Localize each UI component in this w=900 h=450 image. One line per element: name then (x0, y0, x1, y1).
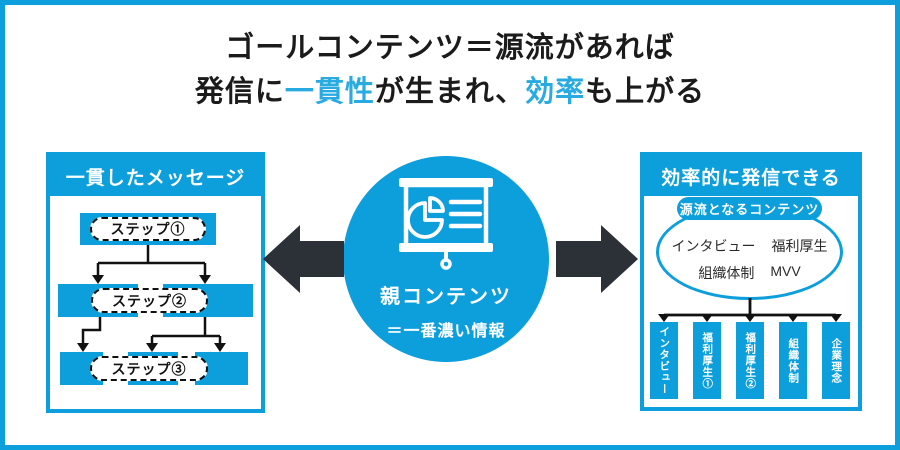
left-panel: 一貫したメッセージ ステップ① (46, 152, 265, 413)
left-panel-header: 一貫したメッセージ (50, 156, 261, 196)
title-segment: 発信に (194, 76, 285, 108)
left-arrow-icon (263, 225, 344, 293)
source-item: MVV (770, 263, 801, 279)
source-item: インタビュー (671, 238, 756, 254)
title-segment-highlight-consistency: 一貫性 (284, 76, 375, 108)
title-segment: が生まれ、 (374, 76, 526, 108)
child-box-welfare-1: 福利厚生① (693, 322, 721, 399)
source-item: 福利厚生 (771, 238, 828, 254)
source-items-row-2: 組織体制 MVV (656, 263, 843, 283)
child-box-interview: インタビュー (650, 322, 678, 399)
child-box-philosophy: 企業理念 (822, 322, 850, 399)
right-arrow-icon (556, 225, 638, 293)
left-flowchart: ステップ① ステップ② ステップ③ (50, 196, 261, 409)
title-line-2: 発信に一貫性が生まれ、効率も上がる (0, 70, 900, 114)
child-box-welfare-2: 福利厚生② (736, 322, 764, 399)
right-panel-header: 効率的に発信できる (644, 156, 858, 196)
child-content-boxes: インタビュー 福利厚生① 福利厚生② 組織体制 企業理念 (650, 322, 850, 399)
circle-caption-line-2: ＝一番濃い情報 (386, 322, 506, 340)
right-flowchart: 源流となるコンテンツ インタビュー 福利厚生 組織体制 MVV (644, 196, 858, 407)
child-box-organization: 組織体制 (779, 322, 807, 399)
right-panel: 効率的に発信できる 源流となるコンテンツ インタビュー 福利厚生 組織体制 MV… (640, 152, 862, 411)
source-item: 組織体制 (698, 265, 755, 281)
step-capsule-1: ステップ① (90, 217, 206, 241)
title-segment: も上がる (585, 76, 706, 108)
parent-content-circle: 親コンテンツ ＝一番濃い情報 (343, 156, 549, 362)
flow-connector-arrows (658, 298, 842, 322)
circle-caption-line-1: 親コンテンツ (380, 285, 512, 308)
step-capsule-3: ステップ③ (90, 356, 208, 381)
title-line-1: ゴールコンテンツ＝源流があれば (225, 32, 675, 64)
flow-connector-arrows (77, 245, 226, 352)
page-title: ゴールコンテンツ＝源流があれば 発信に一貫性が生まれ、効率も上がる (0, 26, 900, 114)
presentation-screen-chart-icon (399, 177, 493, 270)
step-capsule-2: ステップ② (91, 288, 208, 313)
source-content-pill: 源流となるコンテンツ (677, 197, 822, 220)
source-items-row-1: インタビュー 福利厚生 (656, 236, 843, 256)
title-segment-highlight-efficiency: 効率 (525, 76, 586, 108)
